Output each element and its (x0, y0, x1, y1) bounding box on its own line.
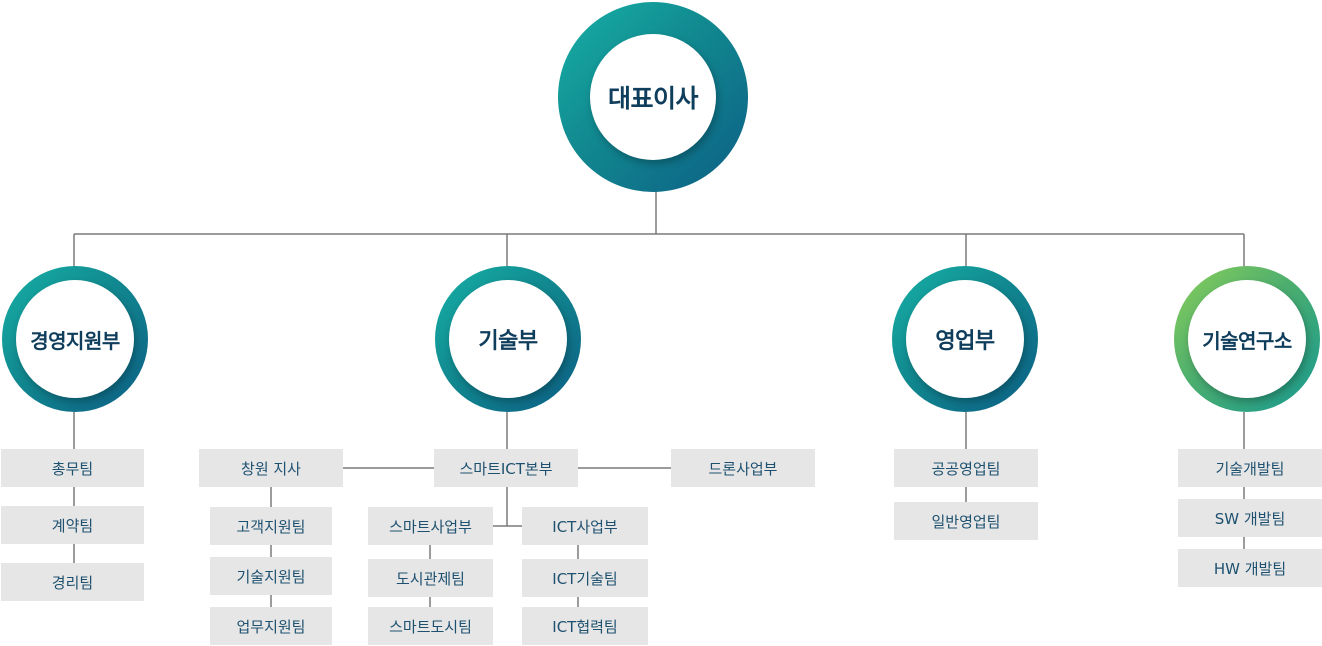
division-sales: 영업부 (892, 266, 1038, 412)
team-box: 기술지원팀 (210, 557, 332, 595)
team-box: 일반영업팀 (894, 502, 1038, 540)
division-management-support: 경영지원부 (2, 266, 148, 412)
team-box: 공공영업팀 (894, 449, 1038, 487)
division-label: 기술연구소 (1202, 328, 1292, 353)
team-box: 업무지원팀 (210, 607, 332, 645)
ceo-node: 대표이사 (558, 2, 748, 192)
drone-division-box: 드론사업부 (671, 449, 815, 487)
team-box: SW 개발팀 (1178, 499, 1322, 537)
team-box: ICT협력팀 (522, 607, 648, 645)
division-label: 경영지원부 (30, 328, 120, 353)
division-research-institute: 기술연구소 (1174, 266, 1320, 412)
team-box: 도시관제팀 (368, 559, 493, 597)
division-label: 기술부 (478, 329, 538, 354)
team-box: 기술개발팀 (1178, 449, 1322, 487)
team-box: 스마트도시팀 (368, 607, 493, 645)
branch-changwon-box: 창원 지사 (199, 449, 343, 487)
smart-business-box: 스마트사업부 (368, 507, 493, 545)
division-technology: 기술부 (435, 266, 581, 412)
team-box: 경리팀 (1, 563, 144, 601)
division-label: 영업부 (935, 329, 995, 354)
tech-center-box: 스마트ICT본부 (434, 449, 578, 487)
team-box: 총무팀 (1, 449, 144, 487)
ceo-label: 대표이사 (607, 84, 699, 113)
ict-business-box: ICT사업부 (522, 507, 648, 545)
team-box: 계약팀 (1, 506, 144, 544)
team-box: HW 개발팀 (1178, 549, 1322, 587)
team-box: 고객지원팀 (210, 507, 332, 545)
team-box: ICT기술팀 (522, 559, 648, 597)
